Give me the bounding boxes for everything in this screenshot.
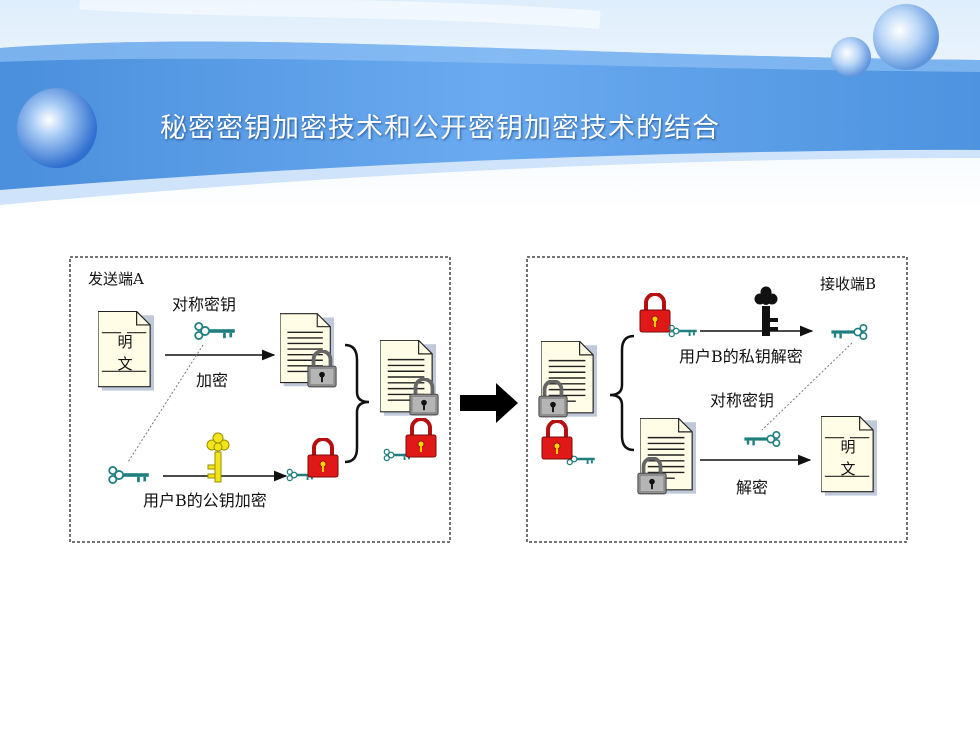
receiver-top-locked-key-icon xyxy=(668,324,698,338)
sender-symmetric-key-label: 对称密钥 xyxy=(172,295,237,314)
receiver-split-brace xyxy=(609,334,635,452)
slide-title: 秘密密钥加密技术和公开密钥加密技术的结合 xyxy=(160,113,720,144)
sender-red-lock-icon xyxy=(306,438,340,478)
private-key-decrypt-label: 用户B的私钥解密 xyxy=(679,347,803,366)
receiver-recovered-key-icon xyxy=(830,324,868,340)
public-key-encrypt-label: 用户B的公钥加密 xyxy=(143,491,267,510)
symmetric-key-link-line xyxy=(127,344,204,463)
recovered-key-link-line xyxy=(761,342,853,431)
receiver-panel xyxy=(526,256,908,543)
combined-red-lock-icon xyxy=(404,418,438,458)
receiver-plaintext-char-1: 明 xyxy=(840,438,856,456)
sender-panel xyxy=(69,256,451,543)
sender-combine-brace xyxy=(344,343,370,464)
decorative-orb-right-small xyxy=(831,37,871,77)
receiver-label: 接收端B xyxy=(820,275,877,293)
sender-plaintext-char-2: 文 xyxy=(117,355,133,373)
sender-symmetric-key-icon xyxy=(194,322,236,340)
receiver-top-red-lock-icon xyxy=(638,293,672,333)
public-key-yellow-icon xyxy=(206,432,230,483)
receiver-red-lock-icon xyxy=(540,420,574,460)
sender-session-key-icon xyxy=(108,466,150,484)
sender-label: 发送端A xyxy=(88,270,144,288)
sender-plaintext-char-1: 明 xyxy=(117,333,133,351)
decorative-orb-left xyxy=(17,88,97,168)
transmit-arrow xyxy=(460,383,518,423)
receiver-plaintext-text: 明 文 xyxy=(840,436,856,480)
private-key-black-icon xyxy=(754,286,778,336)
receiver-symmetric-key-icon xyxy=(743,431,781,447)
decorative-orb-right-large xyxy=(873,4,939,70)
sender-plaintext-text: 明 文 xyxy=(117,331,133,375)
receiver-plaintext-char-2: 文 xyxy=(840,460,856,478)
decrypt-label: 解密 xyxy=(736,478,769,497)
encrypt-label: 加密 xyxy=(196,371,229,390)
header-banner xyxy=(0,0,980,210)
receiver-symmetric-key-label: 对称密钥 xyxy=(710,391,775,410)
